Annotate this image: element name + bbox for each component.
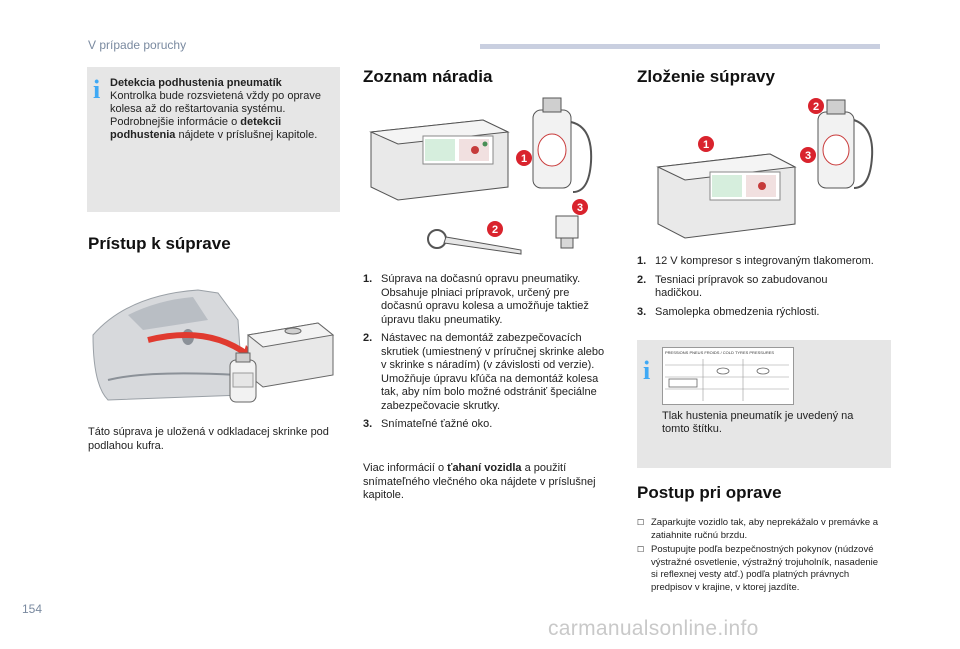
- badge-1-label: 1: [521, 153, 527, 165]
- car-trunk-illustration: [88, 275, 340, 410]
- badge-3: [572, 199, 588, 215]
- note-pressure-text: Tlak hustenia pneumatík je uvedený na to…: [662, 410, 854, 435]
- badge-2: [487, 221, 503, 237]
- tools-illustration: 1 2 3: [369, 97, 593, 255]
- tools-item-3-line-1: Snímateľné ťažné oko.: [381, 418, 493, 430]
- compressor-kit: [369, 119, 510, 201]
- note-detection: i Detekcia podhustenia pneumatík Kontrol…: [87, 67, 340, 212]
- badge-2: [808, 98, 824, 114]
- repair-step-2-text: Postupujte podľa bezpečnostných pokynov …: [651, 544, 879, 593]
- repair-step-1: ☐ Zaparkujte vozidlo tak, aby neprekážalo…: [637, 517, 887, 542]
- tools-item-2-line-2: Umožňuje úpravu kľúča na demontáž kolesa…: [381, 372, 599, 412]
- tools-item-1-line-2: Obsahuje plniaci prípravok, určený pre d…: [381, 286, 589, 326]
- tow-eye: [427, 229, 522, 255]
- kit-item-2-text: Tesniaci prípravok so zabudovanou hadičk…: [655, 273, 828, 300]
- tools-item-2-num: 2.: [363, 332, 373, 344]
- badge-1-label: 1: [703, 139, 709, 151]
- badge-2-label: 2: [813, 101, 819, 113]
- sealant-bottle: [817, 99, 874, 189]
- note-detection-text: Detekcia podhustenia pneumatík Kontrolka…: [110, 77, 335, 142]
- tyre-pressure-table: [665, 359, 789, 401]
- checkbox-icon: ☐: [637, 545, 645, 554]
- tools-item-1-line-1: Súprava na dočasnú opravu pneumatiky.: [381, 273, 581, 285]
- tools-more-bold: ťahaní vozidla: [447, 462, 522, 474]
- compressor-box: [246, 322, 335, 388]
- kit-item-2-num: 2.: [637, 273, 647, 286]
- tools-item-1-num: 1.: [363, 273, 373, 285]
- repair-title: Postup pri oprave: [637, 483, 782, 502]
- badge-2-label: 2: [492, 224, 498, 236]
- tools-more-prefix: Viac informácií o: [363, 462, 448, 474]
- watermark: carmanualsonline.info: [548, 617, 759, 640]
- header-accent-bar: [480, 44, 880, 49]
- kit-item-1: 1. 12 V kompresor s integrovaným tlakomer…: [637, 255, 877, 269]
- tools-more-info: Viac informácií o ťahaní vozidla a použi…: [363, 462, 613, 503]
- kit-item-3: 3. Samolepka obmedzenia rýchlosti.: [637, 306, 877, 320]
- access-title: Prístup k súprave: [88, 234, 231, 253]
- info-icon: i: [93, 75, 101, 104]
- badge-3: [800, 147, 816, 163]
- note-pressure: i PRESSIONS PNEUS FROIDS / COLD TYRES PR…: [637, 340, 891, 468]
- compressor-kit: [656, 153, 797, 239]
- tyre-pressure-label: PRESSIONS PNEUS FROIDS / COLD TYRES PRES…: [662, 347, 794, 405]
- access-text: Táto súprava je uložená v odkladacej skr…: [88, 426, 329, 452]
- kit-item-3-text: Samolepka obmedzenia rýchlosti.: [655, 305, 820, 318]
- repair-steps: ☐ Zaparkujte vozidlo tak, aby neprekážalo…: [637, 517, 887, 596]
- tools-item-2: 2. Nástavec na demontáž zabezpečovacích …: [363, 332, 608, 413]
- tools-title: Zoznam náradia: [363, 67, 493, 86]
- note-detection-text2-prefix: Podrobnejšie informácie o: [110, 116, 241, 128]
- kit-list: 1. 12 V kompresor s integrovaným tlakomer…: [637, 255, 877, 324]
- note-detection-text2-bold: detekcii podhustenia: [110, 116, 282, 141]
- tools-item-1: 1. Súprava na dočasnú opravu pneumatiky.…: [363, 273, 608, 327]
- tools-item-3-num: 3.: [363, 418, 373, 430]
- badge-1: [698, 136, 714, 152]
- badge-3-label: 3: [577, 202, 583, 214]
- tools-item-3: 3. Snímateľné ťažné oko.: [363, 418, 608, 432]
- page-number: 154: [22, 602, 43, 616]
- note-detection-text2-suffix: nájdete v príslušnej kapitole.: [175, 129, 318, 141]
- tools-item-2-line-1: Nástavec na demontáž zabezpečovacích skr…: [381, 332, 605, 371]
- badge-3-label: 3: [805, 150, 811, 162]
- repair-step-2: ☐ Postupujte podľa bezpečnostných pokynov…: [637, 544, 887, 594]
- chapter-title: V prípade poruchy: [88, 38, 187, 52]
- repair-step-1-text: Zaparkujte vozidlo tak, aby neprekážalo …: [651, 517, 879, 541]
- kit-title: Zloženie súpravy: [637, 67, 775, 86]
- kit-item-2: 2. Tesniaci prípravok so zabudovanou hadi…: [637, 274, 877, 301]
- note-detection-text1: Kontrolka bude rozsvietená vždy po oprav…: [110, 90, 321, 115]
- sealant-bottle: [532, 97, 593, 193]
- sealant-bottle: [229, 352, 257, 403]
- kit-item-3-num: 3.: [637, 305, 647, 318]
- kit-item-1-text: 12 V kompresor s integrovaným tlakomerom…: [655, 255, 874, 267]
- tools-list: 1. Súprava na dočasnú opravu pneumatiky.…: [363, 273, 608, 437]
- tools-more-suffix: a použití snímateľného vlečného oka nájd…: [363, 462, 596, 501]
- locking-bolt-adapter: [555, 215, 579, 249]
- tyre-pressure-label-title: PRESSIONS PNEUS FROIDS / COLD TYRES PRES…: [665, 350, 775, 355]
- note-detection-title: Detekcia podhustenia pneumatík: [110, 77, 282, 89]
- kit-item-1-num: 1.: [637, 255, 647, 267]
- badge-1: [516, 150, 532, 166]
- kit-illustration: 1 2 3: [656, 98, 874, 239]
- checkbox-icon: ☐: [637, 518, 645, 527]
- info-icon: i: [643, 356, 651, 385]
